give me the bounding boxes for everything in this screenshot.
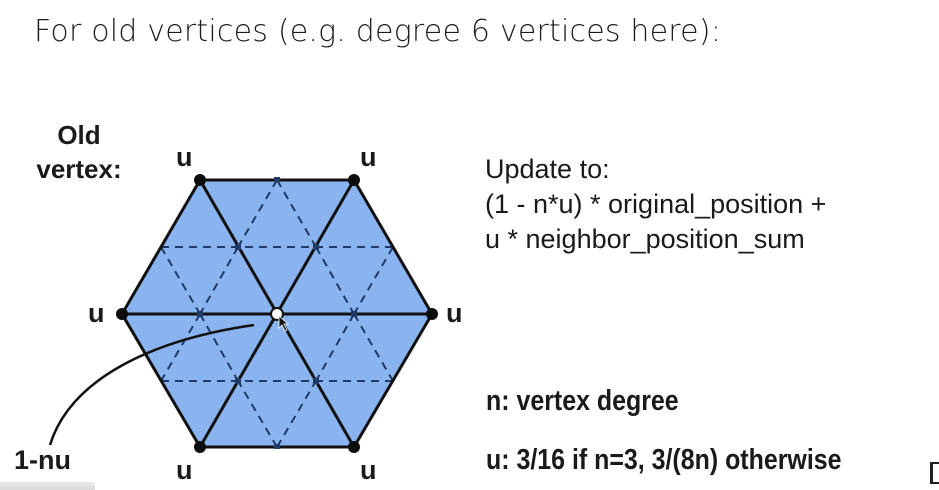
weight-label-bottom-left: u bbox=[176, 455, 193, 485]
weight-label-top-left: u bbox=[176, 142, 193, 172]
neighbor-vertex bbox=[348, 441, 360, 453]
slide-title: For old vertices (e.g. degree 6 vertices… bbox=[34, 14, 722, 49]
mouse-cursor-icon bbox=[278, 315, 290, 332]
center-weight-pointer bbox=[48, 323, 255, 446]
old-vertex-caption: Old vertex: bbox=[14, 118, 144, 186]
neighbor-vertex bbox=[426, 308, 438, 320]
neighbor-vertices bbox=[116, 174, 438, 453]
weight-label-top-right: u bbox=[360, 142, 377, 172]
definition-n: n: vertex degree bbox=[486, 385, 679, 417]
old-vertex-caption-line1: Old bbox=[57, 120, 101, 150]
weight-label-right: u bbox=[446, 298, 463, 328]
bracket-icon bbox=[930, 462, 939, 484]
neighbor-vertex bbox=[194, 174, 206, 186]
subdivision-dashed-lines bbox=[160, 179, 394, 448]
center-weight-label: 1-nu bbox=[14, 445, 71, 475]
midpoint-markers bbox=[197, 177, 357, 449]
update-rule: Update to: (1 - n*u) * original_position… bbox=[485, 152, 826, 257]
neighbor-vertex bbox=[348, 174, 360, 186]
definition-u: u: 3/16 if n=3, 3/(8n) otherwise bbox=[486, 444, 842, 476]
update-rule-heading: Update to: bbox=[485, 154, 610, 184]
video-control-bar-edge bbox=[0, 482, 95, 490]
update-rule-formula-line1: (1 - n*u) * original_position + bbox=[485, 189, 827, 219]
neighbor-vertex bbox=[116, 308, 128, 320]
weight-label-bottom-right: u bbox=[360, 455, 377, 485]
weight-label-left: u bbox=[88, 298, 105, 328]
neighbor-vertex bbox=[194, 441, 206, 453]
old-vertex-caption-line2: vertex: bbox=[36, 154, 122, 184]
update-rule-formula-line2: u * neighbor_position_sum bbox=[485, 224, 805, 254]
